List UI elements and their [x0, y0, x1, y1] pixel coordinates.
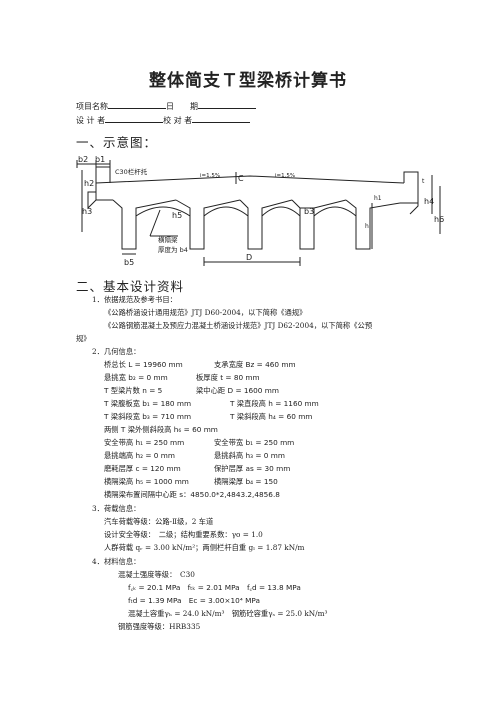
label-b5: b5 [124, 258, 134, 267]
load-vehicle: 汽车荷载等级：公路-Ⅱ级，2 车道 [104, 517, 214, 526]
load-safety-class: 设计安全等级： 二级；结构重要系数：γo = 1.0 [104, 530, 263, 539]
geo-web-width: T 梁腹板宽 b₁ = 180 mm [104, 399, 192, 408]
designer-label: 设 计 者 [76, 116, 106, 125]
mat-concrete-grade: 混凝土强度等级： C30 [118, 570, 195, 579]
item-geometry-heading: 2．几何信息： [92, 347, 141, 356]
geo-slope-width: T 梁斜段宽 b₃ = 710 mm [104, 412, 192, 421]
geo-total-length: 桥总长 L = 19960 mm [104, 360, 183, 369]
reviewer-blank [192, 114, 251, 123]
label-h3: h3 [82, 207, 92, 216]
geo-girder-spacing: 梁中心距 D = 1600 mm [196, 386, 279, 395]
label-t: t [422, 178, 425, 185]
label-b1: b1 [95, 155, 105, 164]
geo-slab-thickness: 板厚度 t = 80 mm [196, 373, 260, 382]
label-h1: h1 [374, 195, 382, 202]
geo-crossbeam-height: 横隔梁高 h₅ = 1000 mm [104, 477, 189, 486]
geo-cover: 保护层厚 as = 30 mm [214, 464, 291, 473]
label-h4: h4 [424, 197, 434, 206]
geo-wearing-layer: 磨耗层厚 c = 120 mm [104, 464, 181, 473]
label-slope-left: i=1.5% [200, 173, 220, 179]
label-slope-right: i=1.5% [275, 173, 295, 179]
geo-cantilever-slope-height: 悬挑斜高 h₃ = 0 mm [214, 451, 285, 460]
designer-row: 设 计 者校 对 者 [76, 114, 251, 126]
geo-outer-slope-height: 两侧 T 梁外侧斜段高 h₆ = 60 mm [104, 425, 218, 434]
label-b3: b3 [304, 207, 314, 216]
item-codes-heading: 1．依据规范及参考书目： [92, 295, 177, 304]
label-h2: h2 [84, 179, 94, 188]
section-heading-basic-data: 二、基本设计资料 [76, 279, 185, 294]
designer-blank [105, 114, 164, 123]
date-blank [198, 100, 256, 109]
geo-slope-height: T 梁斜段高 h₄ = 60 mm [230, 412, 313, 421]
document-title: 整体简支Ｔ型梁桥计算书 [149, 71, 347, 91]
geo-cantilever-width: 悬挑宽 b₂ = 0 mm [104, 373, 168, 382]
geo-cantilever-end-height: 悬挑端高 h₂ = 0 mm [104, 451, 175, 460]
mat-unit-weights: 混凝土容重γₕ = 24.0 kN/m³ 钢筋砼容重γₛ = 25.0 kN/m… [128, 609, 328, 618]
geo-straight-height: T 梁直段高 h = 1160 mm [230, 399, 319, 408]
mat-strengths-1: f꜀ₖ = 20.1 MPa fₜₖ = 2.01 MPa f꜀d = 13.8… [128, 583, 301, 592]
label-thickness-b4: 厚度为 b4 [158, 245, 188, 254]
mat-strengths-2: fₜd = 1.39 MPa Ec = 3.00×10⁴ MPa [128, 596, 260, 605]
mat-rebar-grade: 钢筋强度等级：HRB335 [118, 622, 201, 631]
label-h6: h6 [434, 215, 444, 224]
project-name-label: 项目名称 [76, 102, 108, 111]
label-cross-beam: 横隔梁 [158, 235, 178, 244]
geo-safety-belt-width: 安全带宽 b₁ = 250 mm [214, 438, 295, 447]
label-D: D [246, 253, 252, 262]
label-h5: h5 [172, 211, 182, 220]
date-label: 日 期 [166, 102, 198, 111]
item-material-heading: 4．材料信息： [92, 557, 141, 566]
project-name-row: 项目名称 日 期 [76, 100, 256, 112]
reviewer-label: 校 对 者 [163, 116, 193, 125]
section-heading-diagram: 一、示意图： [76, 135, 158, 150]
label-b2: b2 [78, 155, 88, 164]
load-crowd: 人群荷载 qᵣ = 3.00 kN/m²；两侧栏杆自重 gₗ = 1.87 kN… [104, 543, 305, 552]
label-railing: C30栏杆托 [115, 167, 148, 176]
geo-support-width: 支承宽度 Bz = 460 mm [214, 360, 296, 369]
project-name-blank [108, 100, 166, 109]
item-load-heading: 3．荷载信息： [92, 504, 141, 513]
label-h: h [365, 223, 369, 230]
code-concrete-cont: 规》 [76, 334, 91, 343]
geo-girder-count: T 型梁片数 n = 5 [104, 386, 163, 395]
code-concrete: 《公路钢筋混凝土及预应力混凝土桥涵设计规范》JTJ D62-2004，以下简称《… [104, 321, 373, 330]
geo-crossbeam-spacing: 横隔梁布置间隔中心距 s：4850.0*2,4843.2,4856.8 [104, 490, 280, 499]
geo-safety-belt-height: 安全带高 h₁ = 250 mm [104, 438, 185, 447]
label-C: C [238, 174, 244, 183]
geo-crossbeam-thickness: 横隔梁厚 b₄ = 150 [214, 477, 278, 486]
code-general: 《公路桥涵设计通用规范》JTJ D60-2004，以下简称《通规》 [104, 308, 307, 317]
